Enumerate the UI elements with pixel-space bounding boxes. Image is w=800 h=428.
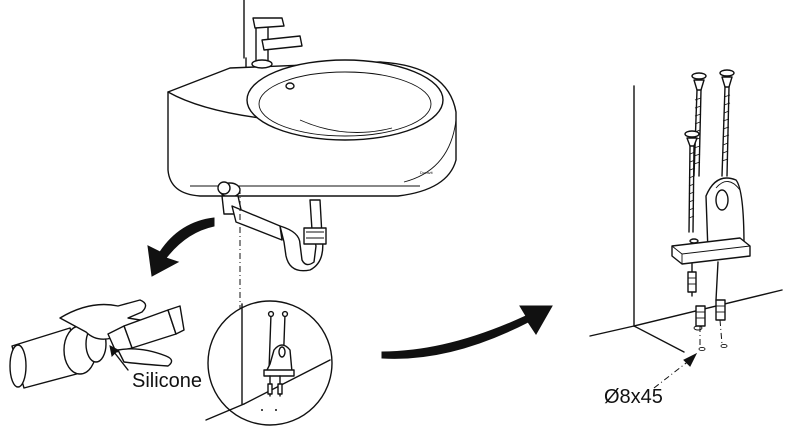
drill-pointer [653,352,698,389]
screw-icon [684,69,735,233]
wall-edge [243,0,247,69]
siphon-icon [217,181,327,272]
wall-corner [589,85,783,353]
sealant-tube-icon [9,299,185,389]
bracket-icon [671,177,751,301]
bracket-detail-icon [205,300,333,426]
drill-spec-label: Ø8x45 [604,386,663,408]
faucet-icon [251,17,303,69]
silicone-label: Silicone [132,370,203,392]
dowel-icon [687,271,728,352]
washbasin-illustration: Duravit [167,59,457,197]
curved-arrow-icon [381,305,553,359]
curved-arrow-icon [147,217,215,277]
svg-text:Duravit: Duravit [420,170,434,175]
